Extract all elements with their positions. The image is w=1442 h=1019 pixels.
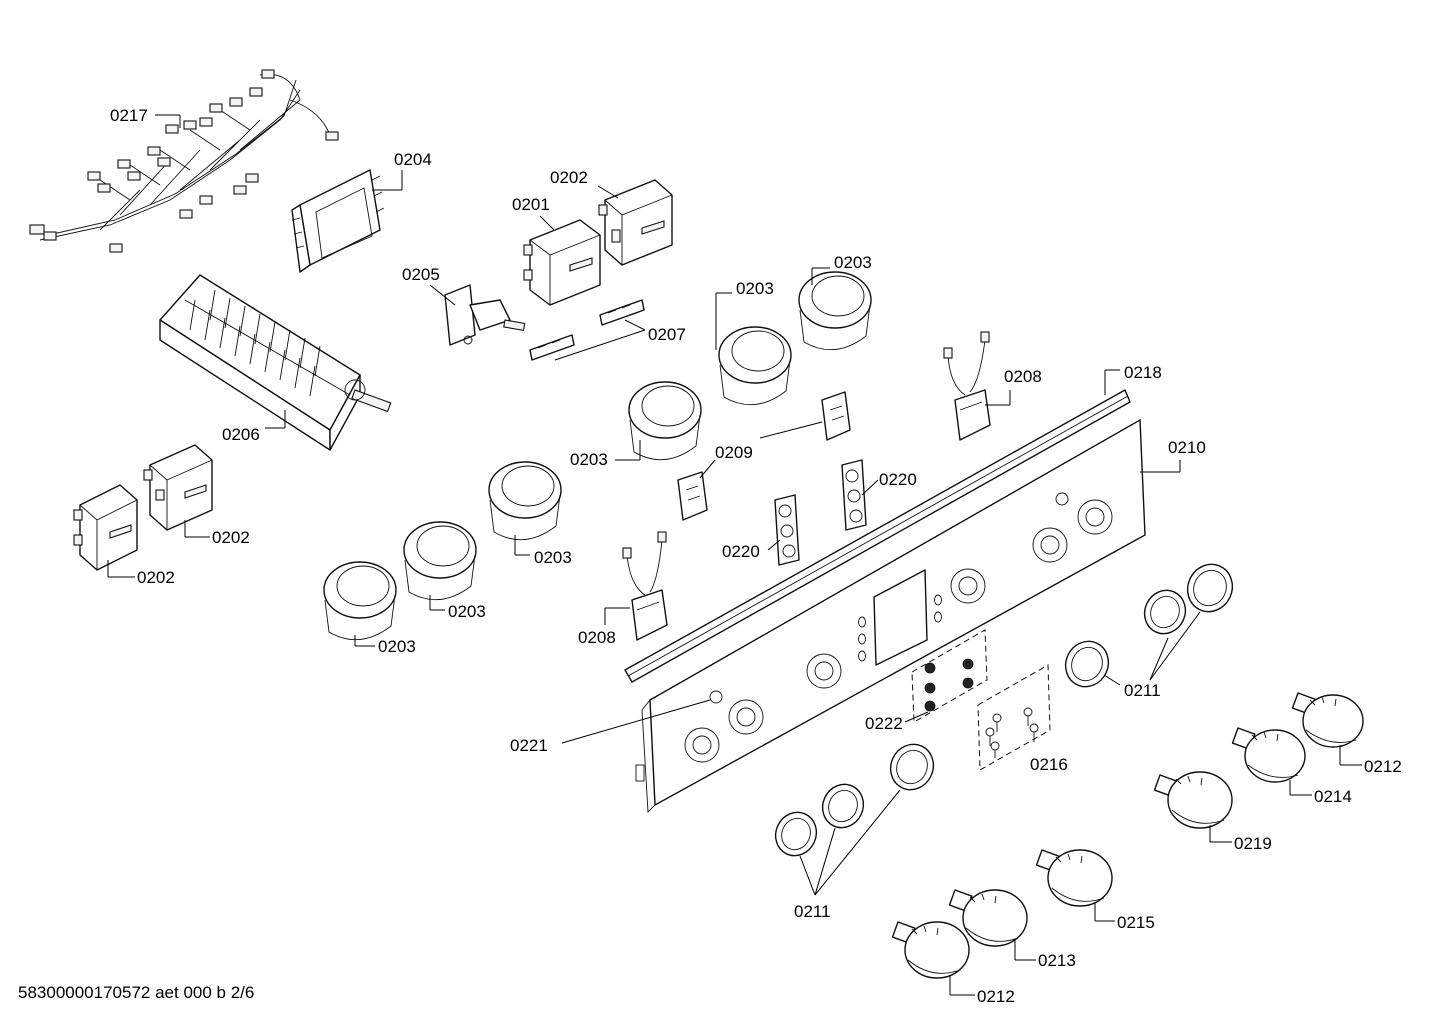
light-guide-0220-b[interactable]	[774, 494, 800, 566]
energy-regulator-0202-left[interactable]	[73, 484, 138, 571]
micro-switch-0209-a[interactable]	[821, 391, 851, 441]
energy-regulator-0202-top[interactable]	[598, 179, 673, 266]
knob-cutouts	[684, 499, 1113, 763]
control-knob-0215[interactable]	[1035, 849, 1113, 907]
label-0213: 0213	[1038, 951, 1076, 970]
label-0209: 0209	[715, 443, 753, 462]
knob-sleeve-0203-d[interactable]	[488, 461, 562, 541]
indicator-holes	[709, 492, 1069, 704]
light-guide-0220-a[interactable]	[841, 459, 867, 531]
label-0203-b: 0203	[736, 279, 774, 298]
label-0208-a: 0208	[1004, 367, 1042, 386]
rotary-switch-0205[interactable]	[444, 284, 526, 346]
control-knob-0212-b[interactable]	[891, 921, 970, 979]
label-0217: 0217	[110, 106, 148, 125]
control-knob-0214[interactable]	[1231, 727, 1306, 783]
micro-switch-0209-b[interactable]	[677, 471, 708, 521]
connector-0208-a[interactable]	[943, 331, 991, 441]
control-knob-0219[interactable]	[1153, 771, 1233, 829]
display-window	[873, 569, 928, 666]
knob-sleeve-0203-a[interactable]	[798, 271, 872, 351]
label-0203-a: 0203	[834, 253, 872, 272]
bezel-0211-b[interactable]	[1138, 584, 1193, 641]
label-0221: 0221	[510, 736, 548, 755]
control-knob-0213[interactable]	[948, 889, 1028, 947]
label-0204: 0204	[394, 150, 432, 169]
label-0201: 0201	[512, 195, 550, 214]
label-0212-a: 0212	[1364, 757, 1402, 776]
connector-0208-b[interactable]	[622, 531, 668, 641]
control-panel-0210[interactable]	[635, 418, 1146, 814]
knob-sleeve-0203-b[interactable]	[718, 326, 792, 406]
label-0220-a: 0220	[879, 470, 917, 489]
screws-0216[interactable]	[977, 664, 1051, 771]
control-module-0204[interactable]	[291, 169, 385, 273]
label-0211-a: 0211	[1124, 681, 1161, 700]
label-0218: 0218	[1124, 363, 1162, 382]
label-0207: 0207	[648, 325, 686, 344]
label-0222: 0222	[865, 714, 903, 733]
knob-sleeve-0203-e[interactable]	[403, 521, 477, 601]
label-0206: 0206	[222, 425, 260, 444]
bezel-0211-a[interactable]	[1180, 557, 1240, 619]
label-0215: 0215	[1117, 913, 1155, 932]
label-0211-b: 0211	[794, 902, 831, 921]
bezel-0211-c[interactable]	[1058, 634, 1116, 693]
knob-sleeve-0203-f[interactable]	[323, 561, 397, 641]
label-0208-b: 0208	[578, 628, 616, 647]
bezel-0211-d[interactable]	[883, 737, 941, 796]
label-0203-e: 0203	[448, 602, 486, 621]
label-0202-left: 0202	[137, 568, 175, 587]
label-0219: 0219	[1234, 834, 1272, 853]
bezel-0211-e[interactable]	[816, 778, 871, 835]
label-0203-f: 0203	[378, 637, 416, 656]
label-0216: 0216	[1030, 755, 1068, 774]
indicator-lamps-0222[interactable]	[911, 629, 988, 723]
label-0203-c: 0203	[570, 450, 608, 469]
label-0202-mid: 0202	[212, 528, 250, 547]
energy-regulator-0201[interactable]	[523, 219, 601, 306]
bezel-0211-f[interactable]	[769, 806, 824, 863]
trim-strip-0218[interactable]	[624, 389, 1131, 683]
label-strips-0207[interactable]	[529, 299, 645, 361]
label-0205: 0205	[402, 265, 440, 284]
label-0212-b: 0212	[977, 987, 1015, 1006]
label-0220-b: 0220	[722, 542, 760, 561]
wiring-harness-0217[interactable]	[29, 69, 339, 253]
knob-sleeve-0203-c[interactable]	[628, 381, 702, 461]
label-0214: 0214	[1314, 787, 1352, 806]
label-0202-top: 0202	[550, 168, 588, 187]
document-footer: 58300000170572 aet 000 b 2/6	[18, 983, 254, 1002]
energy-regulator-0202-mid[interactable]	[143, 444, 213, 531]
control-knob-0212-a[interactable]	[1291, 692, 1364, 748]
label-0210: 0210	[1168, 438, 1206, 457]
switch-bank-0206[interactable]	[159, 274, 392, 451]
label-0203-d: 0203	[534, 548, 572, 567]
